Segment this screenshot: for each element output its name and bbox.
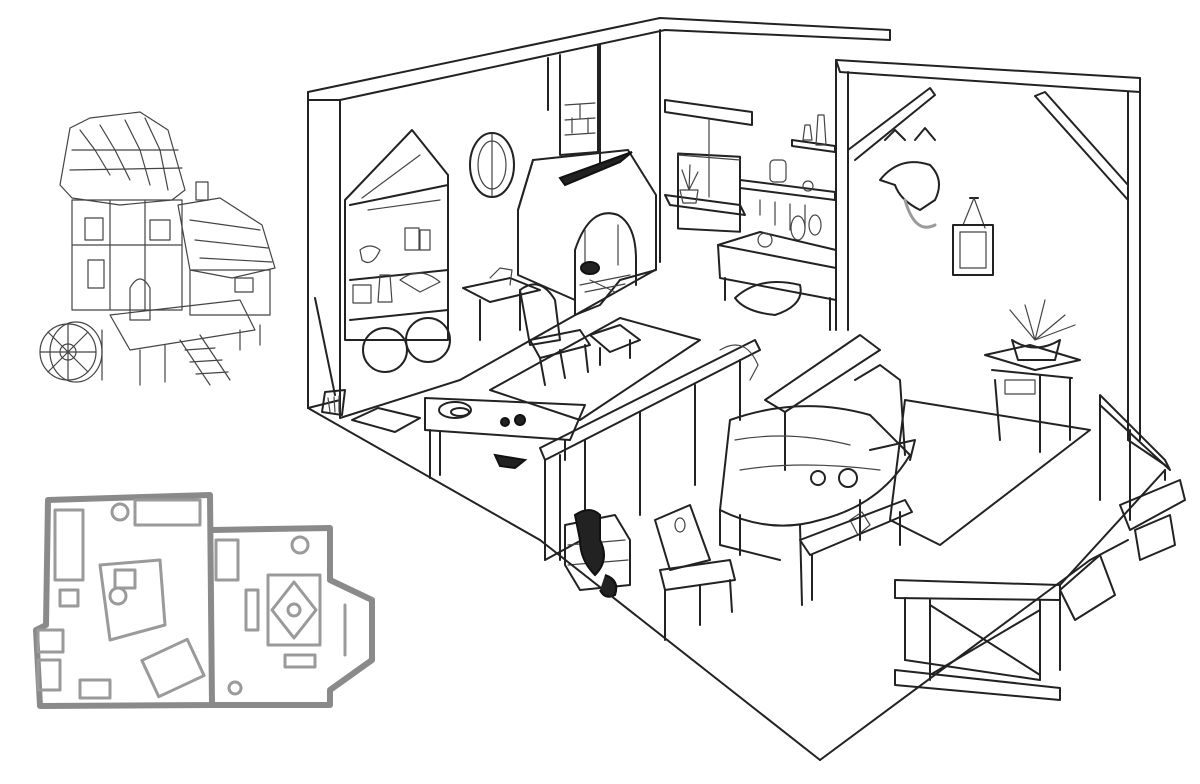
house-exterior-sketch xyxy=(39,111,276,386)
interior-cutaway-sketch xyxy=(307,17,1186,761)
floor-plan-sketch xyxy=(33,492,375,709)
